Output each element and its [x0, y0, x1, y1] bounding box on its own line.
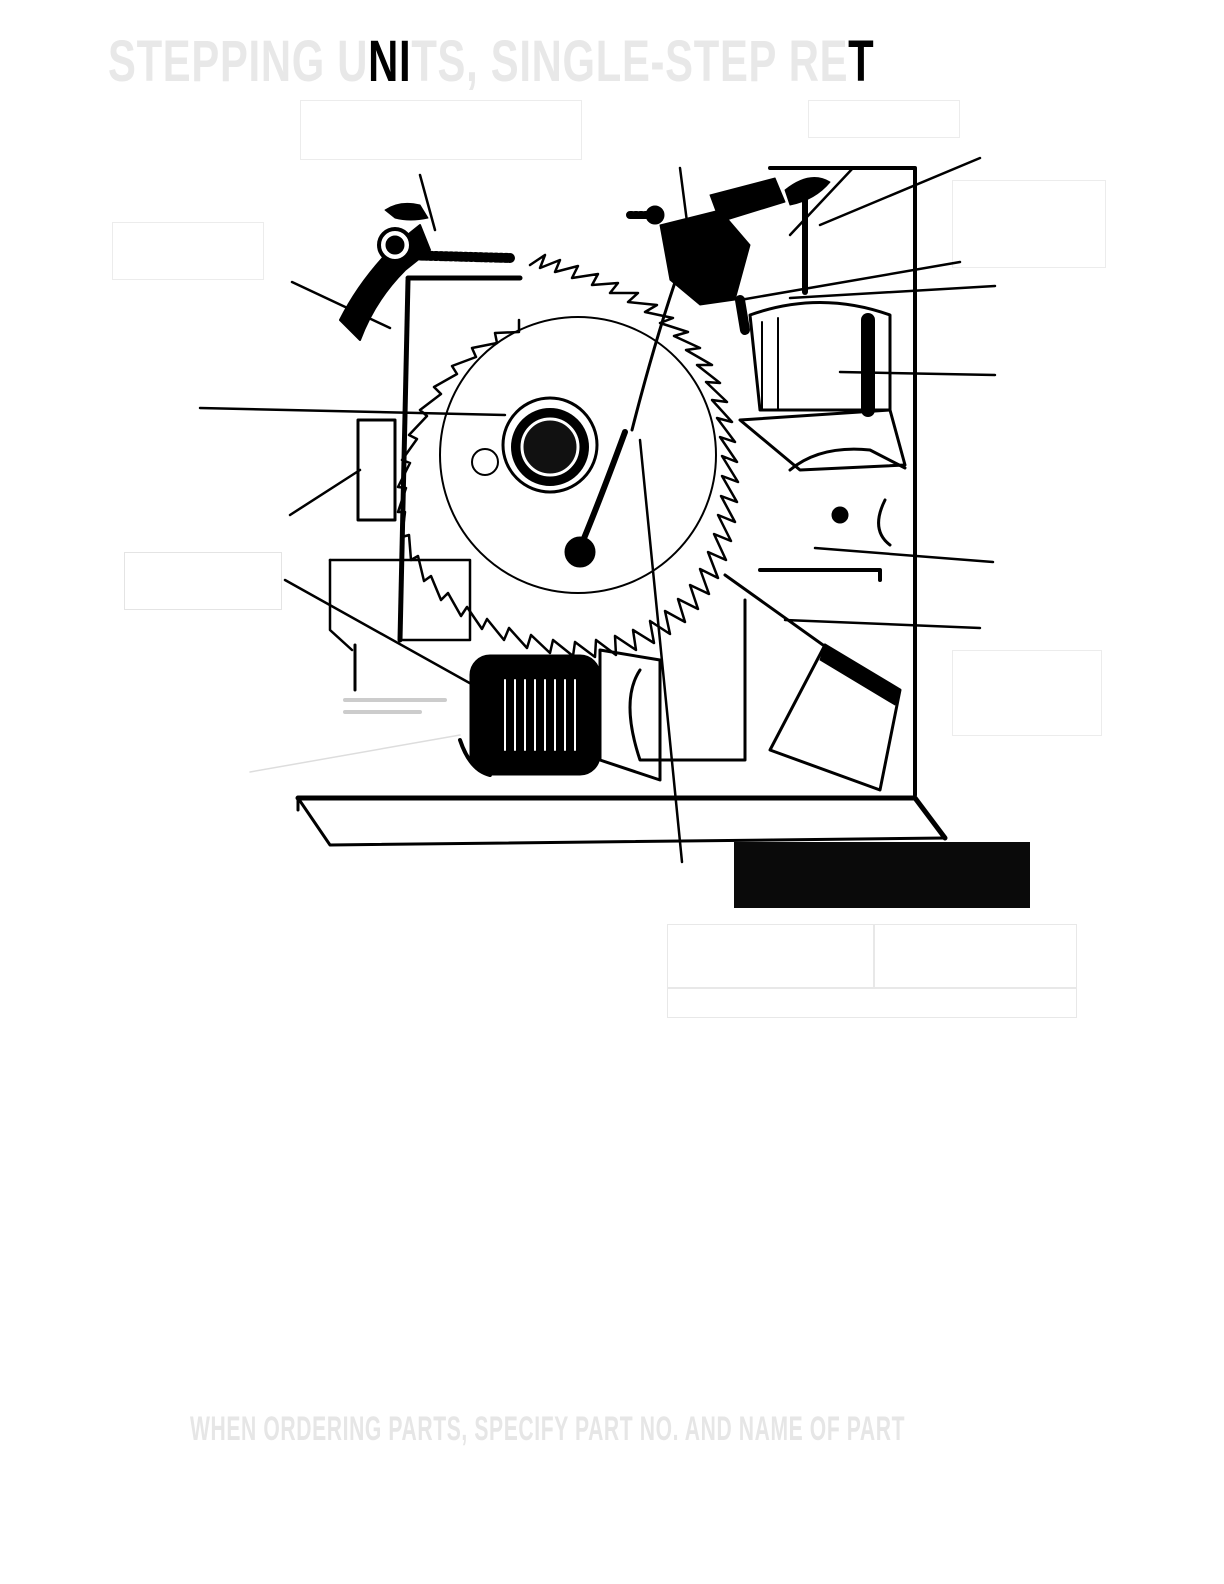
- ordering-notice: WHEN ORDERING PARTS, SPECIFY PART NO. AN…: [190, 1410, 906, 1448]
- info-table-divider: [873, 925, 875, 987]
- page-title: STEPPING UNITS, SINGLE-STEP RET: [108, 29, 874, 94]
- ratchet-wheel-icon: [396, 253, 740, 659]
- info-table: [667, 924, 1077, 1018]
- callout-box-top-left: [112, 222, 264, 280]
- body-text-left: [124, 900, 602, 1330]
- info-table-rule: [668, 987, 1076, 989]
- title-segment: NI: [368, 29, 412, 94]
- callout-box-right-lower: [952, 650, 1102, 736]
- title-segment-end: T: [848, 29, 875, 94]
- callout-box-right: [952, 180, 1106, 268]
- callout-box-top-right: [808, 100, 960, 138]
- callout-box-left: [124, 552, 282, 610]
- title-segment: E: [819, 29, 849, 94]
- highlight-label-box: [734, 842, 1030, 908]
- title-segment: TS, SINGLE-STEP R: [411, 29, 820, 94]
- body-text-right: [626, 1058, 1102, 1128]
- title-segment: STEPPING U: [108, 29, 369, 94]
- callout-box-top-center: [300, 100, 582, 160]
